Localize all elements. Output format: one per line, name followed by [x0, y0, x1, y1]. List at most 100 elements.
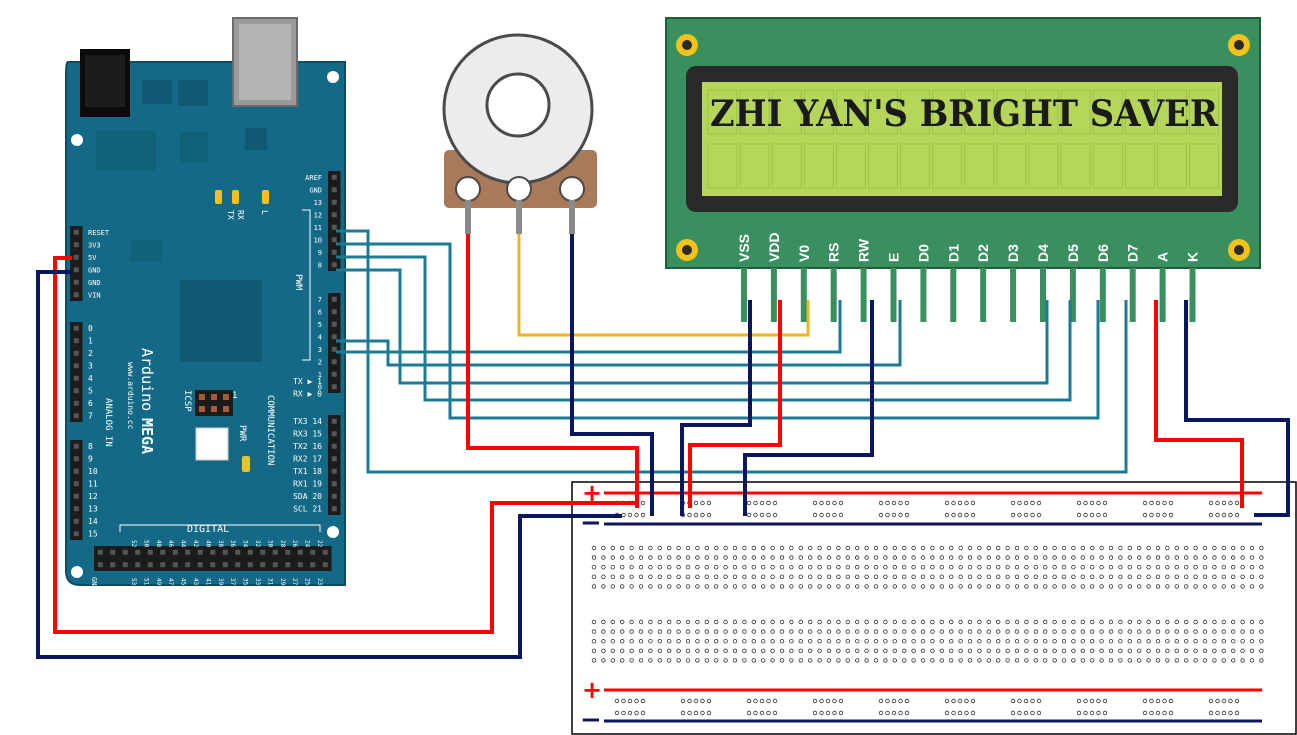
breadboard-hole [878, 500, 884, 506]
breadboard-hole [878, 710, 884, 716]
breadboard-hole [826, 629, 832, 634]
breadboard-hole [789, 658, 794, 663]
lcd-char-cell [932, 143, 963, 189]
breadboard-hole [695, 639, 700, 644]
lcd-pin [1099, 268, 1106, 322]
breadboard-hole [1249, 574, 1255, 579]
breadboard-hole [951, 500, 956, 506]
breadboard-hole [817, 574, 822, 579]
breadboard-hole [601, 574, 606, 579]
breadboard-hole [855, 658, 860, 663]
breadboard-hole [808, 658, 813, 663]
breadboard-hole [1030, 500, 1035, 506]
breadboard-hole [620, 619, 625, 625]
header-pin [331, 443, 337, 449]
breadboard-hole [1228, 698, 1233, 704]
breadboard-holes [591, 500, 1264, 716]
breadboard-hole [939, 545, 944, 551]
breadboard-hole [746, 698, 752, 704]
breadboard-hole [629, 565, 634, 570]
breadboard-hole [704, 565, 709, 570]
comm-pin-label: TX3 14 [293, 417, 322, 426]
breadboard-hole [1240, 584, 1245, 589]
breadboard-hole [873, 545, 879, 551]
breadboard-hole [1042, 619, 1048, 625]
breadboard-hole [845, 639, 850, 644]
breadboard-hole [779, 639, 785, 644]
breadboard-hole [1259, 545, 1264, 551]
breadboard-hole [1099, 619, 1104, 625]
breadboard-hole [723, 619, 728, 625]
breadboard-hole [685, 574, 691, 579]
header-pin [331, 262, 337, 268]
pot-shaft [485, 72, 551, 138]
icsp-number: 1 [232, 391, 237, 401]
breadboard-hole [610, 629, 615, 634]
breadboard-hole [1033, 584, 1038, 589]
breadboard-hole [986, 584, 991, 589]
breadboard-hole [836, 629, 841, 634]
breadboard-hole [1174, 629, 1179, 634]
breadboard-hole [742, 565, 747, 570]
header-pin [331, 334, 337, 340]
breadboard-hole [1155, 710, 1161, 716]
breadboard-hole [1042, 584, 1048, 589]
breadboard-hole [1042, 545, 1048, 551]
breadboard-hole [1212, 658, 1217, 663]
breadboard-hole [1052, 619, 1057, 625]
breadboard-hole [1193, 619, 1198, 625]
lcd-mounting-holes [676, 34, 1250, 261]
breadboard-hole [1174, 584, 1179, 589]
lcd-char-cell [707, 143, 738, 189]
breadboard-hole [891, 698, 897, 704]
header-pin [185, 549, 191, 555]
breadboard-hole [648, 629, 653, 634]
header-pin [331, 346, 337, 352]
breadboard-hole [949, 574, 954, 579]
breadboard-hole [1071, 584, 1076, 589]
wire-vdd-to-plus-rail [688, 300, 782, 508]
breadboard-hole [759, 698, 765, 704]
breadboard-hole [1136, 565, 1142, 570]
digital-label: DIGITAL [187, 524, 229, 535]
breadboard-hole [1146, 629, 1151, 634]
status-led [232, 190, 239, 204]
header-pin [331, 174, 337, 180]
breadboard-hole [970, 710, 976, 716]
breadboard-hole [1215, 512, 1220, 518]
header-pin [122, 562, 128, 568]
breadboard-hole [1042, 629, 1048, 634]
breadboard-hole [930, 565, 935, 570]
breadboard-hole [1010, 698, 1016, 704]
breadboard-hole [1146, 565, 1151, 570]
breadboard-hole [883, 658, 888, 663]
potentiometer [442, 33, 597, 234]
breadboard-hole [723, 658, 728, 663]
header-pin [331, 493, 337, 499]
lcd-pin-label: VSS [736, 234, 752, 262]
breadboard-hole [693, 500, 699, 506]
breadboard-hole [1259, 584, 1264, 589]
breadboard-hole [1005, 584, 1010, 589]
analog-pin-label: 7 [88, 412, 93, 421]
breadboard-hole [1030, 698, 1035, 704]
breadboard-hole [911, 648, 916, 653]
breadboard-hole [817, 545, 822, 551]
breadboard-hole [930, 629, 935, 634]
breadboard-hole [714, 545, 719, 551]
breadboard-hole [845, 658, 850, 663]
breadboard-hole [770, 574, 775, 579]
breadboard-hole [1136, 619, 1142, 625]
breadboard-hole [1052, 584, 1057, 589]
breadboard-hole [892, 545, 897, 551]
breadboard-hole [1208, 710, 1214, 716]
wire-pot-wiper-to-v0 [517, 234, 810, 337]
breadboard-hole [1005, 574, 1010, 579]
header-pin [160, 549, 166, 555]
breadboard-hole [1183, 648, 1189, 653]
breadboard-hole [770, 545, 775, 551]
breadboard-hole [1155, 698, 1161, 704]
breadboard-hole [892, 629, 897, 634]
breadboard-hole [826, 545, 832, 551]
led-label: RX [236, 210, 245, 220]
